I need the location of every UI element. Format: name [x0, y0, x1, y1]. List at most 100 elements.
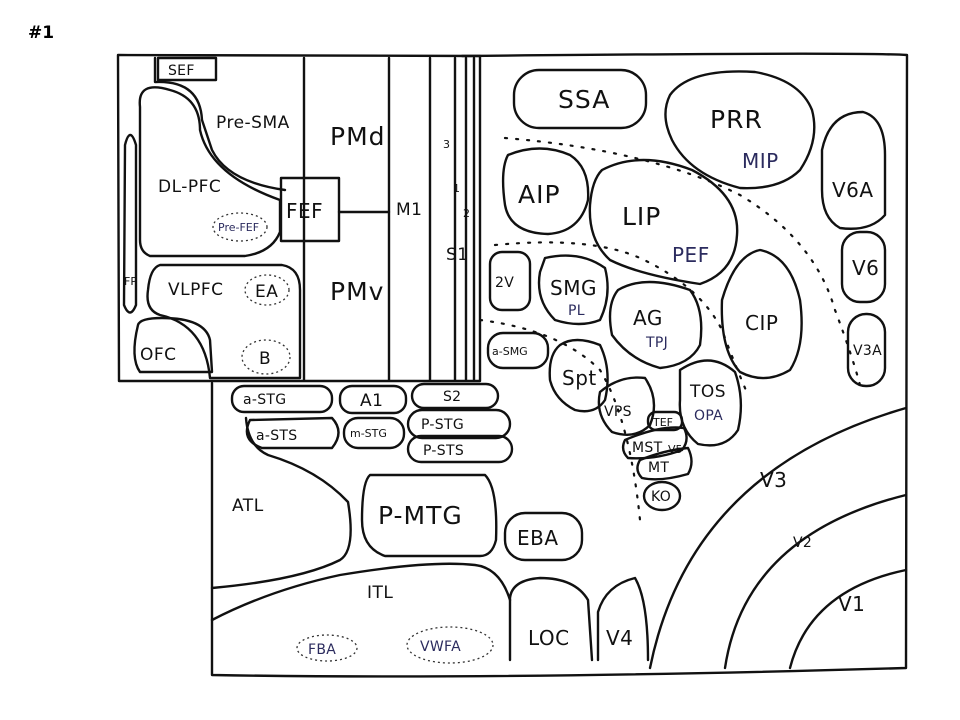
2v-label: 2V: [495, 275, 514, 291]
loc-label: LOC: [528, 626, 570, 650]
ko-label: KO: [651, 489, 671, 505]
ssa-label: SSA: [558, 85, 610, 114]
fp-region: [122, 133, 138, 314]
ag-region: [608, 280, 703, 370]
atl-label: ATL: [232, 496, 264, 516]
eba-label: EBA: [517, 526, 559, 550]
fba-region: [296, 634, 358, 662]
v4-region: [596, 576, 650, 662]
v5-label: V5: [668, 443, 683, 456]
aip-region: [501, 147, 590, 236]
mst-region: [621, 426, 688, 460]
atl-border: [210, 416, 352, 590]
pl-label: PL: [568, 303, 585, 319]
a-sts-label: a-STS: [256, 428, 297, 444]
p-stg-label: P-STG: [421, 417, 464, 433]
v3-ring: [648, 406, 908, 670]
dlpfc-region: [138, 86, 282, 258]
fef-label: FEF: [286, 199, 323, 223]
b-label: B: [259, 349, 271, 369]
m-stg-label: m-STG: [350, 427, 387, 440]
smg-region: [537, 254, 609, 326]
loc-region: [508, 576, 594, 662]
opa-label: OPA: [694, 408, 723, 424]
fp-label: FP: [124, 275, 137, 288]
v2-label: V2: [793, 535, 812, 551]
fef-box: [279, 176, 341, 243]
pre-fef-label: Pre-FEF: [218, 221, 259, 234]
a-smg-label: a-SMG: [492, 345, 528, 358]
ea-label: EA: [255, 282, 278, 302]
tos-label: TOS: [689, 382, 726, 402]
ofc-region: [133, 316, 214, 374]
p-sts-region: [406, 434, 514, 464]
v1-label: V1: [838, 592, 865, 616]
ag-label: AG: [633, 306, 663, 330]
v6-region: [840, 230, 887, 304]
prr-label: PRR: [710, 105, 763, 134]
ssa-region: [512, 68, 648, 130]
vps-region: [597, 376, 656, 436]
tpj-label: TPJ: [645, 335, 668, 351]
2v-region: [488, 250, 532, 312]
pre-sma-border: [153, 56, 287, 192]
m-stg-region: [342, 416, 406, 450]
spt-label: Spt: [562, 366, 597, 390]
dlpfc-label: DL-PFC: [158, 177, 221, 197]
ofc-label: OFC: [140, 345, 177, 365]
p-stg-region: [406, 408, 512, 440]
mip-label: MIP: [742, 149, 779, 173]
vps-label: VPS: [604, 404, 632, 420]
vlpfc-label: VLPFC: [168, 280, 224, 300]
v6a-label: V6A: [832, 178, 874, 202]
tos-region: [678, 359, 743, 447]
pmv-label: PMv: [330, 277, 384, 306]
v1-ring: [788, 568, 908, 670]
vwfa-label: VWFA: [420, 639, 461, 655]
pmd-label: PMd: [330, 122, 386, 151]
itl-region: [210, 562, 512, 622]
aip-label: AIP: [518, 180, 561, 209]
s2-region: [410, 382, 500, 410]
v4-label: V4: [606, 626, 633, 650]
pre-sma-label: Pre-SMA: [216, 113, 290, 133]
p-mtg-region: [360, 473, 498, 558]
v2-ring: [723, 493, 908, 670]
p-sts-label: P-STS: [423, 443, 464, 459]
pre-fef-region: [212, 212, 268, 242]
sef-label: SEF: [168, 63, 195, 79]
v6a-region: [820, 110, 887, 230]
smg-label: SMG: [550, 276, 597, 300]
spt-region: [548, 338, 609, 413]
mst-label: MST: [632, 440, 663, 456]
s1-3-label: 3: [443, 138, 450, 151]
a-stg-label: a-STG: [243, 392, 286, 408]
ea-region: [244, 274, 290, 306]
prr-region: [664, 70, 816, 190]
pef-label: PEF: [672, 243, 710, 267]
v3a-label: V3A: [853, 343, 882, 359]
a1-region: [338, 384, 408, 415]
eba-region: [503, 511, 584, 562]
lip-region: [588, 158, 739, 286]
v6-label: V6: [852, 256, 879, 280]
s1-label: S1: [446, 245, 469, 265]
a-sts-region: [245, 416, 340, 450]
a-smg-region: [486, 331, 550, 370]
fba-label: FBA: [308, 642, 336, 658]
sef-box: [156, 56, 218, 82]
posterior-frame: [210, 52, 909, 678]
s1-2-label: 2: [463, 207, 470, 220]
mt-label: MT: [648, 460, 669, 476]
tef-region: [646, 410, 684, 432]
a1-label: A1: [360, 391, 383, 411]
a-stg-region: [230, 384, 334, 414]
tef-label: TEF: [652, 416, 673, 429]
b-region: [241, 339, 291, 375]
m1-label: M1: [396, 200, 422, 220]
mt-v5-region: [636, 446, 693, 481]
p-mtg-label: P-MTG: [378, 501, 463, 530]
frontal-panel-frame: [116, 53, 482, 383]
figure-number: #1: [28, 23, 55, 43]
